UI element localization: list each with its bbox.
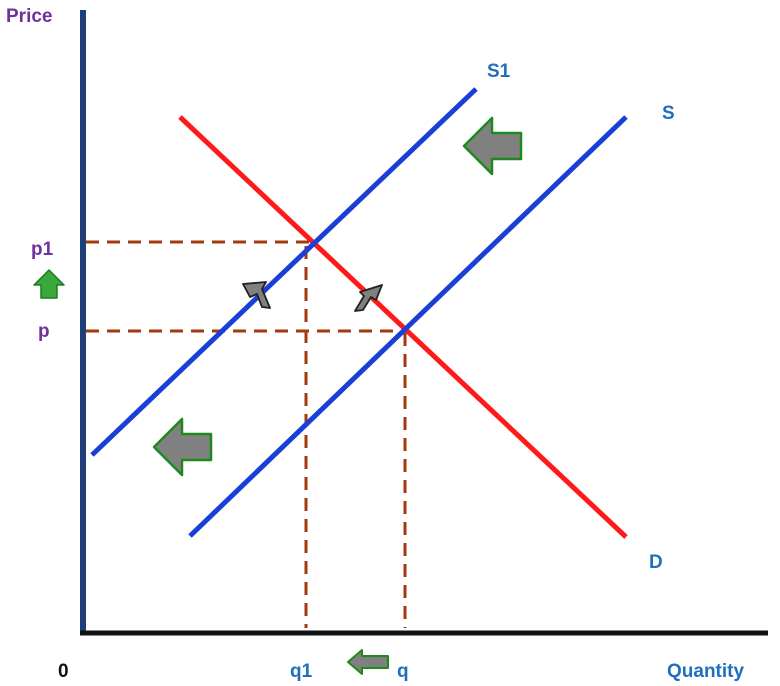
x-axis-label: Quantity	[667, 661, 744, 682]
demand-curve	[178, 115, 628, 539]
shift-left-arrow-icon	[462, 116, 523, 176]
q1-label: q1	[290, 661, 313, 682]
supply-label: S	[662, 103, 675, 124]
demand-label: D	[649, 552, 663, 573]
supply-shifted-label: S1	[487, 61, 511, 82]
movement-arrowhead-icon	[354, 284, 383, 312]
y-axis-label: Price	[6, 6, 52, 27]
price-up-arrow-icon	[33, 269, 65, 299]
supply-shifted-curve	[90, 87, 478, 457]
q-label: q	[397, 661, 409, 682]
supply-curve	[188, 115, 628, 538]
p1-label: p1	[31, 239, 54, 260]
shift-left-arrow-icon	[152, 417, 213, 477]
movement-arrowhead-icon	[242, 281, 271, 309]
guide-lines	[86, 240, 407, 628]
p-label: p	[38, 321, 50, 342]
origin-label: 0	[58, 661, 69, 682]
quantity-left-arrow-icon	[347, 649, 389, 675]
